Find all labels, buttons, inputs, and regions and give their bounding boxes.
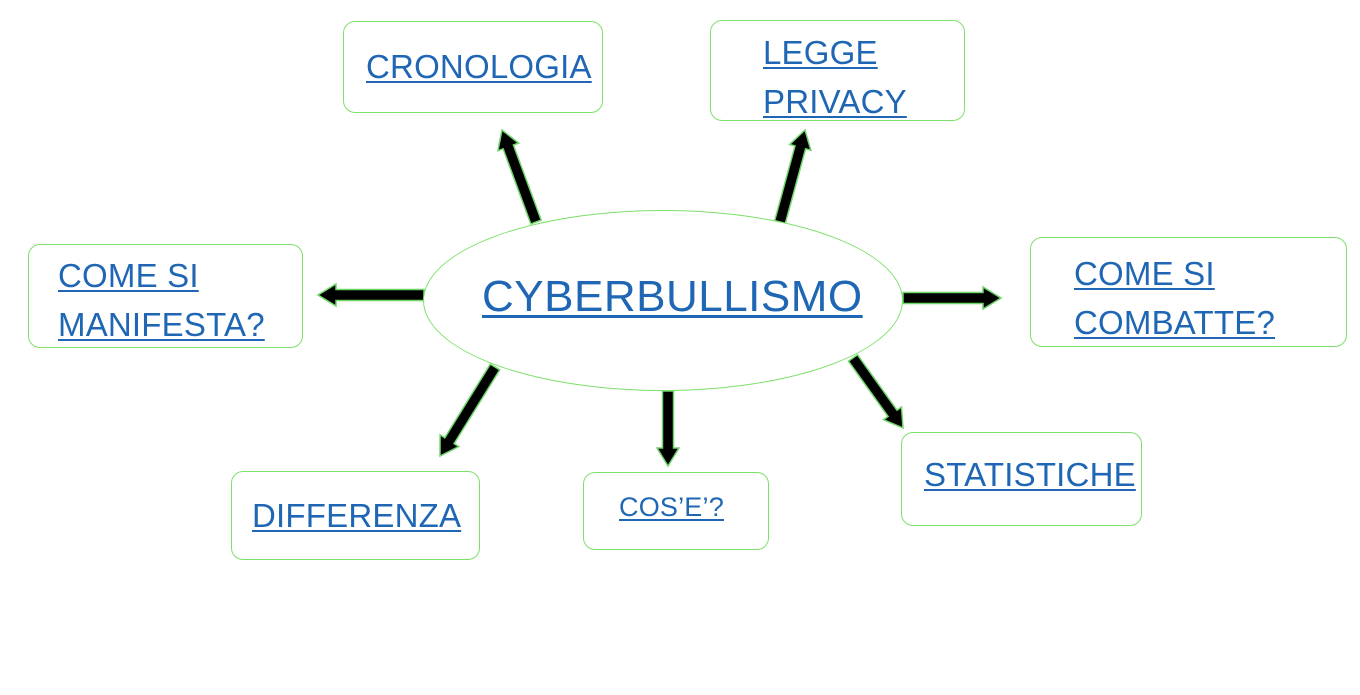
link-come-si-manifesta-line1: COME SI (58, 257, 199, 294)
link-come-si-manifesta[interactable]: COME SI MANIFESTA? (58, 251, 265, 349)
arrow-to-cronologia-icon (496, 128, 543, 225)
link-cronologia[interactable]: CRONOLOGIA (366, 48, 592, 85)
arrow-to-cos-e-icon (655, 390, 681, 468)
link-cos-e[interactable]: COS’E’? (619, 492, 724, 522)
node-come-si-manifesta (28, 244, 303, 348)
link-statistiche[interactable]: STATISTICHE (924, 456, 1136, 493)
center-node (423, 210, 903, 391)
node-come-si-combatte (1030, 237, 1347, 347)
link-come-si-combatte-line1: COME SI (1074, 255, 1215, 292)
link-come-si-combatte[interactable]: COME SI COMBATTE? (1074, 249, 1275, 347)
arrow-to-come-si-manifesta-icon (316, 282, 425, 308)
link-come-si-combatte-line2: COMBATTE? (1074, 304, 1276, 341)
arrow-to-come-si-combatte-icon (902, 285, 1003, 311)
arrow-to-statistiche-icon (847, 353, 904, 430)
arrow-group (316, 128, 1003, 468)
node-statistiche (901, 432, 1142, 526)
arrow-to-legge-privacy-icon (773, 128, 812, 225)
node-legge-privacy (710, 20, 965, 121)
node-cos-e (583, 472, 769, 550)
link-legge-privacy[interactable]: LEGGE PRIVACY (763, 28, 907, 126)
node-differenza (231, 471, 480, 560)
arrow-to-differenza-icon (439, 363, 501, 458)
link-come-si-manifesta-line2: MANIFESTA? (58, 306, 265, 343)
node-cronologia (343, 21, 603, 113)
link-legge-privacy-line2: PRIVACY (763, 83, 907, 120)
link-legge-privacy-line1: LEGGE (763, 34, 878, 71)
link-differenza[interactable]: DIFFERENZA (252, 497, 462, 534)
center-topic-link[interactable]: CYBERBULLISMO (482, 272, 863, 321)
